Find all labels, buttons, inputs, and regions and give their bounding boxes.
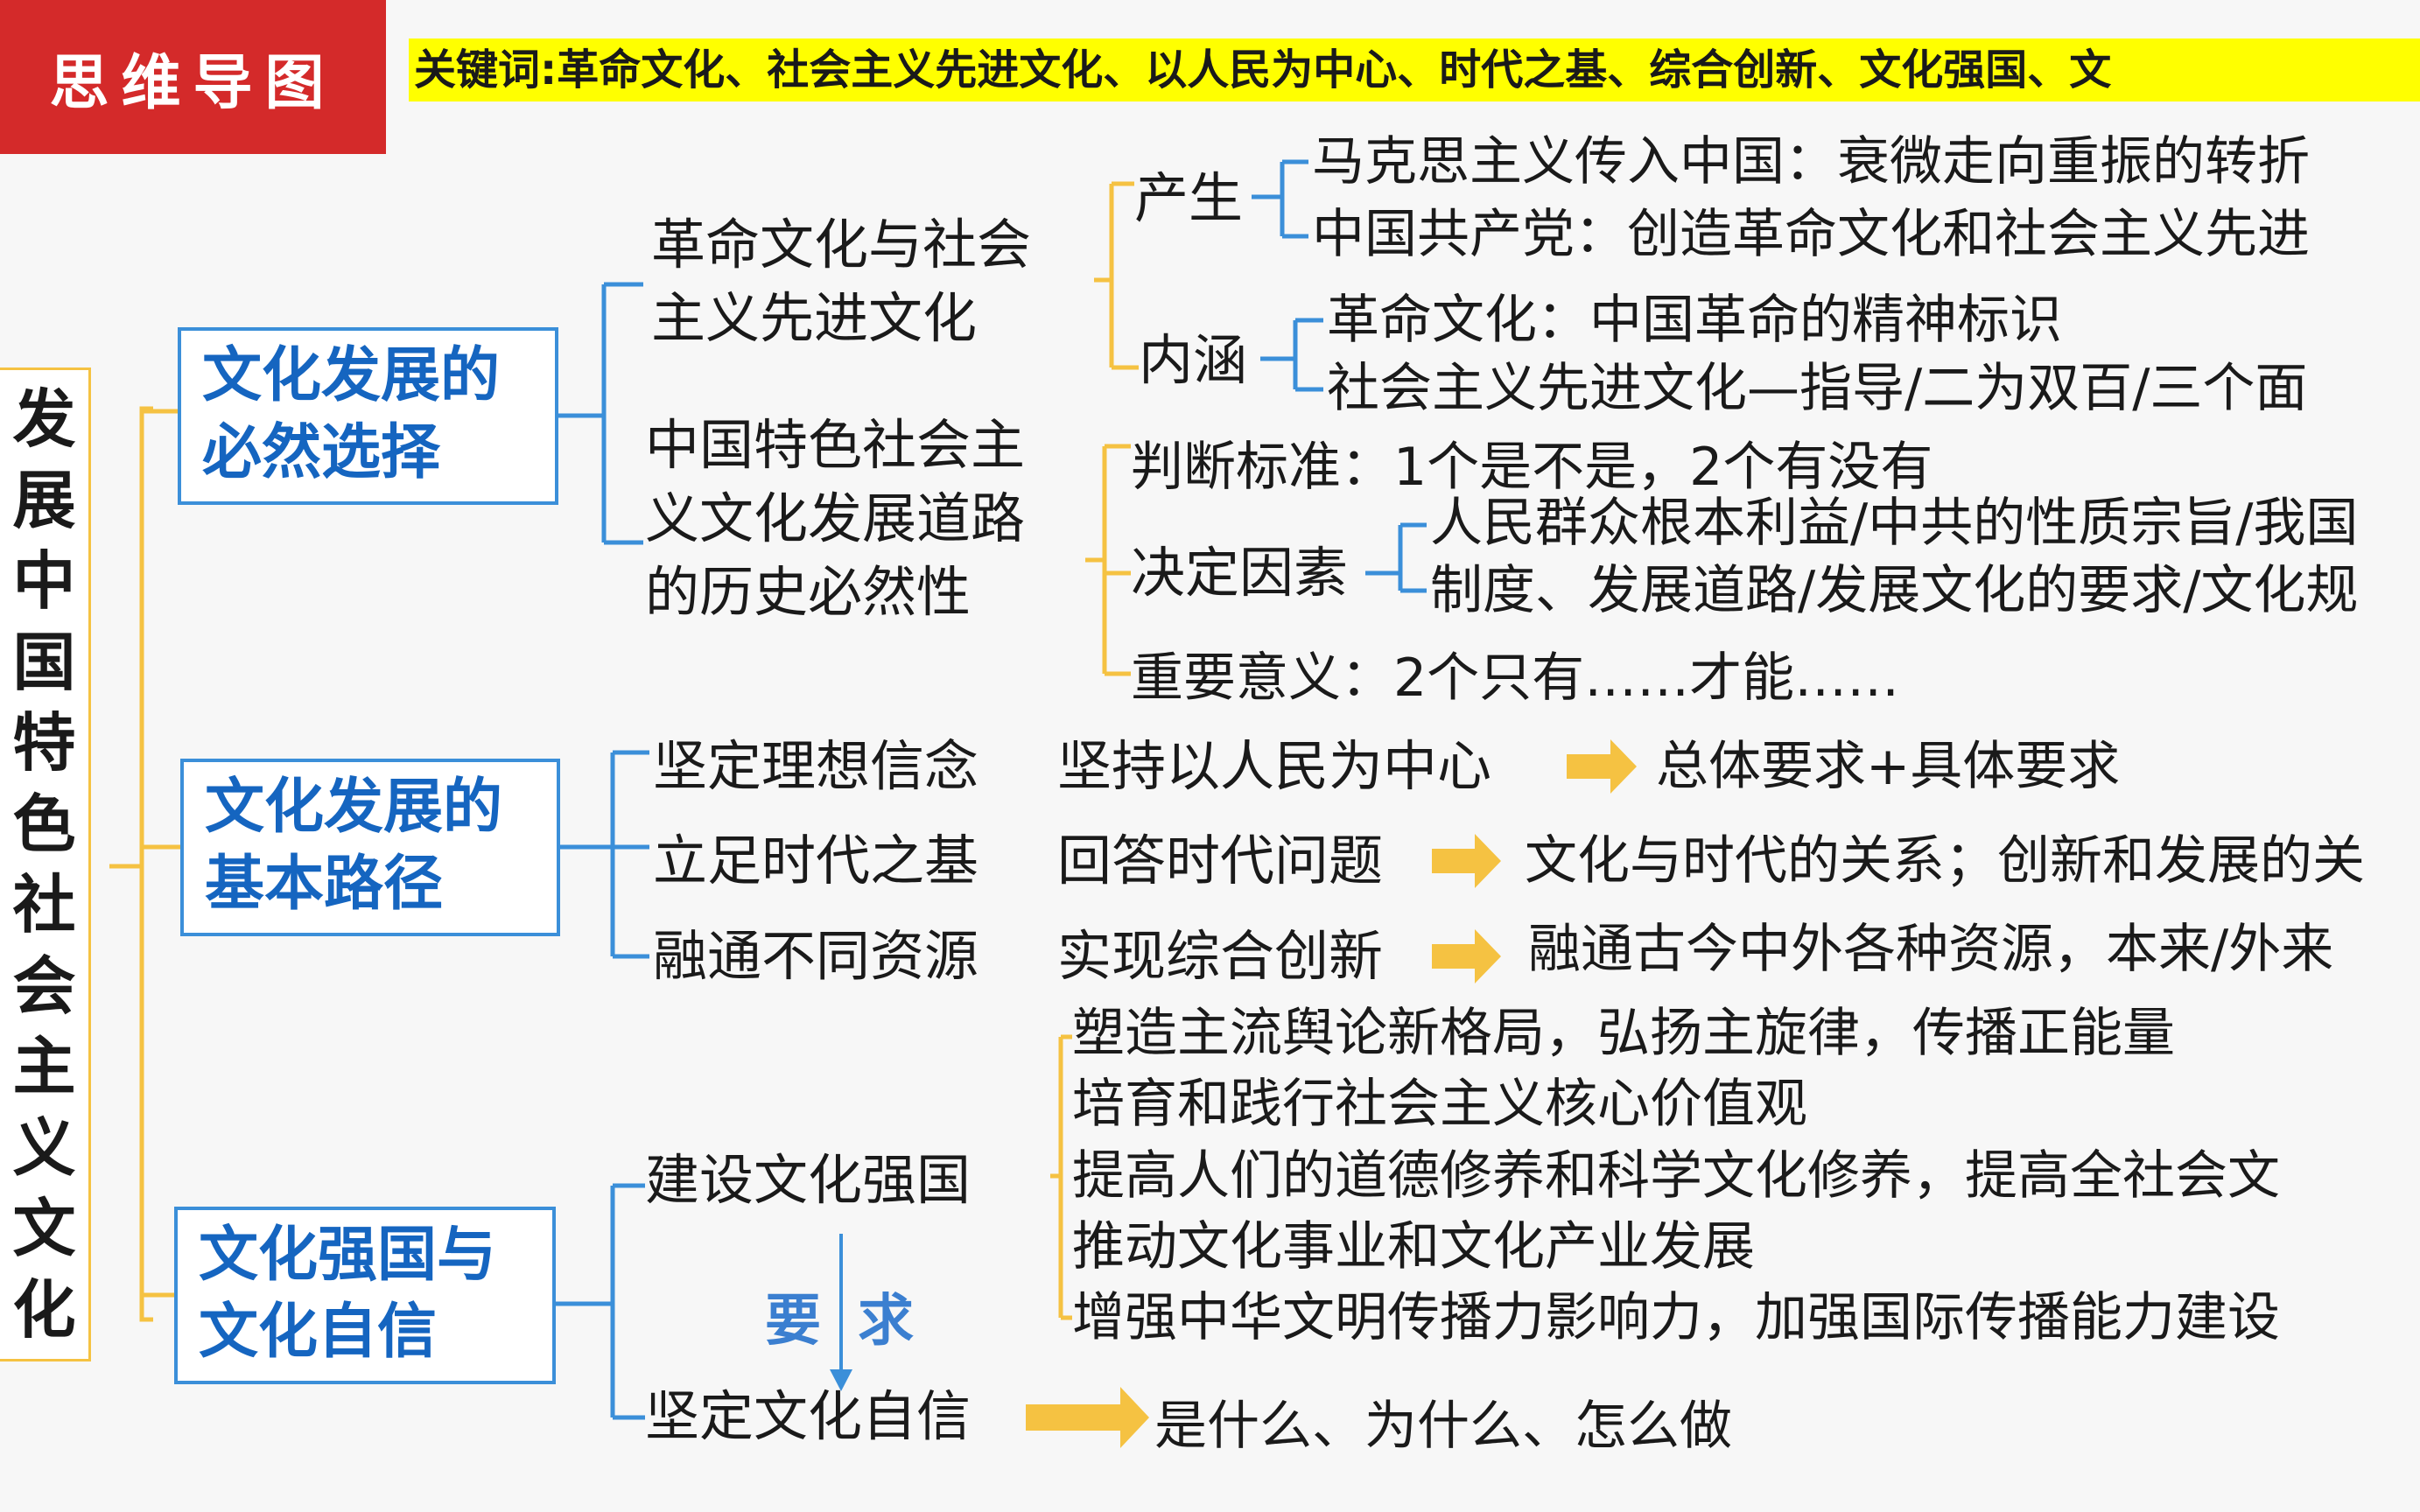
result-item: 文化与时代的关系；创新和发展的关 — [1525, 830, 2365, 892]
root-char: 国 — [12, 625, 76, 699]
node-historical-necessity: 中国特色社会主 义文化发展道路 的历史必然性 — [645, 409, 1025, 629]
node-revolutionary-culture: 革命文化与社会 主义先进文化 — [651, 208, 1031, 355]
criterion: 判断标准：1个是不是，2个有没有 — [1131, 437, 1933, 498]
root-char: 文 — [12, 1192, 76, 1266]
topic-basic-path: 文化发展的基本路径 — [180, 759, 560, 936]
relation-label: 求 — [858, 1289, 914, 1354]
node-line: 革命文化与社会 — [651, 213, 1032, 276]
significance: 重要意义：2个只有……才能…… — [1131, 648, 1900, 709]
node-line: 义文化发展道路 — [645, 486, 1026, 550]
origin-item: 中国共产党：创造革命文化和社会主义先进 — [1312, 204, 2310, 265]
root-char: 发 — [12, 382, 76, 457]
result-item: 总体要求+具体要求 — [1656, 736, 2121, 797]
topic-cultural-power: 文化强国与文化自信 — [174, 1207, 556, 1384]
node-line: 中国特色社会主 — [645, 413, 1026, 477]
root-char: 主 — [12, 1030, 76, 1104]
build-item: 塑造主流舆论新格局，弘扬主旋律，传播正能量 — [1072, 1003, 2175, 1064]
path-item: 立足时代之基 — [653, 829, 979, 892]
root-char: 展 — [12, 463, 76, 537]
relation-label: 要 — [765, 1289, 821, 1354]
root-topic: 发 展 中 国 特 色 社 会 主 义 文 化 — [0, 368, 91, 1362]
factor-item: 制度、发展道路/发展文化的要求/文化规 — [1430, 560, 2359, 621]
down-arrow-icon — [830, 1234, 852, 1391]
path-item: 融通不同资源 — [653, 924, 979, 988]
node-line: 主义先进文化 — [651, 286, 978, 350]
build-item: 增强中华文明传播力影响力，加强国际传播能力建设 — [1072, 1287, 2280, 1348]
root-char: 化 — [12, 1272, 76, 1347]
label-factors: 决定因素 — [1131, 541, 1349, 605]
node-cultural-confidence: 坚定文化自信 — [645, 1384, 972, 1448]
node-line: 的历史必然性 — [645, 560, 972, 624]
label-origin: 产生 — [1134, 166, 1244, 230]
origin-item: 马克思主义传入中国：衰微走向重振的转折 — [1312, 131, 2310, 192]
root-char: 特 — [12, 706, 76, 780]
meaning-item: 革命文化：中国革命的精神标识 — [1327, 290, 2062, 351]
confidence-result: 是什么、为什么、怎么做 — [1154, 1396, 1732, 1457]
root-char: 中 — [12, 544, 76, 619]
label-meaning: 内涵 — [1139, 328, 1248, 392]
root-char: 义 — [12, 1110, 76, 1185]
build-item: 提高人们的道德修养和科学文化修养，提高全社会文 — [1072, 1145, 2280, 1207]
node-build-cultural-power: 建设文化强国 — [645, 1148, 972, 1212]
right-arrow-icons — [1026, 739, 1637, 1448]
method-item: 回答时代问题 — [1057, 829, 1384, 892]
build-item: 推动文化事业和文化产业发展 — [1072, 1216, 1755, 1278]
root-char: 社 — [12, 868, 76, 942]
build-item: 培育和践行社会主义核心价值观 — [1072, 1074, 1807, 1135]
method-item: 实现综合创新 — [1057, 924, 1384, 988]
path-item: 坚定理想信念 — [653, 734, 979, 798]
mind-map-title: 思维导图 — [0, 0, 386, 154]
root-char: 色 — [12, 787, 76, 861]
result-item: 融通古今中外各种资源，本来/外来 — [1528, 919, 2334, 980]
root-char: 会 — [12, 948, 76, 1023]
keyword-bar: 关键词:革命文化、社会主义先进文化、以人民为中心、时代之基、综合创新、文化强国、… — [409, 38, 2420, 102]
factor-item: 人民群众根本利益/中共的性质宗旨/我国 — [1430, 493, 2359, 554]
topic-inevitable-choice: 文化发展的必然选择 — [178, 327, 558, 505]
meaning-item: 社会主义先进文化—指导/二为双百/三个面 — [1327, 358, 2308, 419]
method-item: 坚持以人民为中心 — [1057, 734, 1492, 798]
